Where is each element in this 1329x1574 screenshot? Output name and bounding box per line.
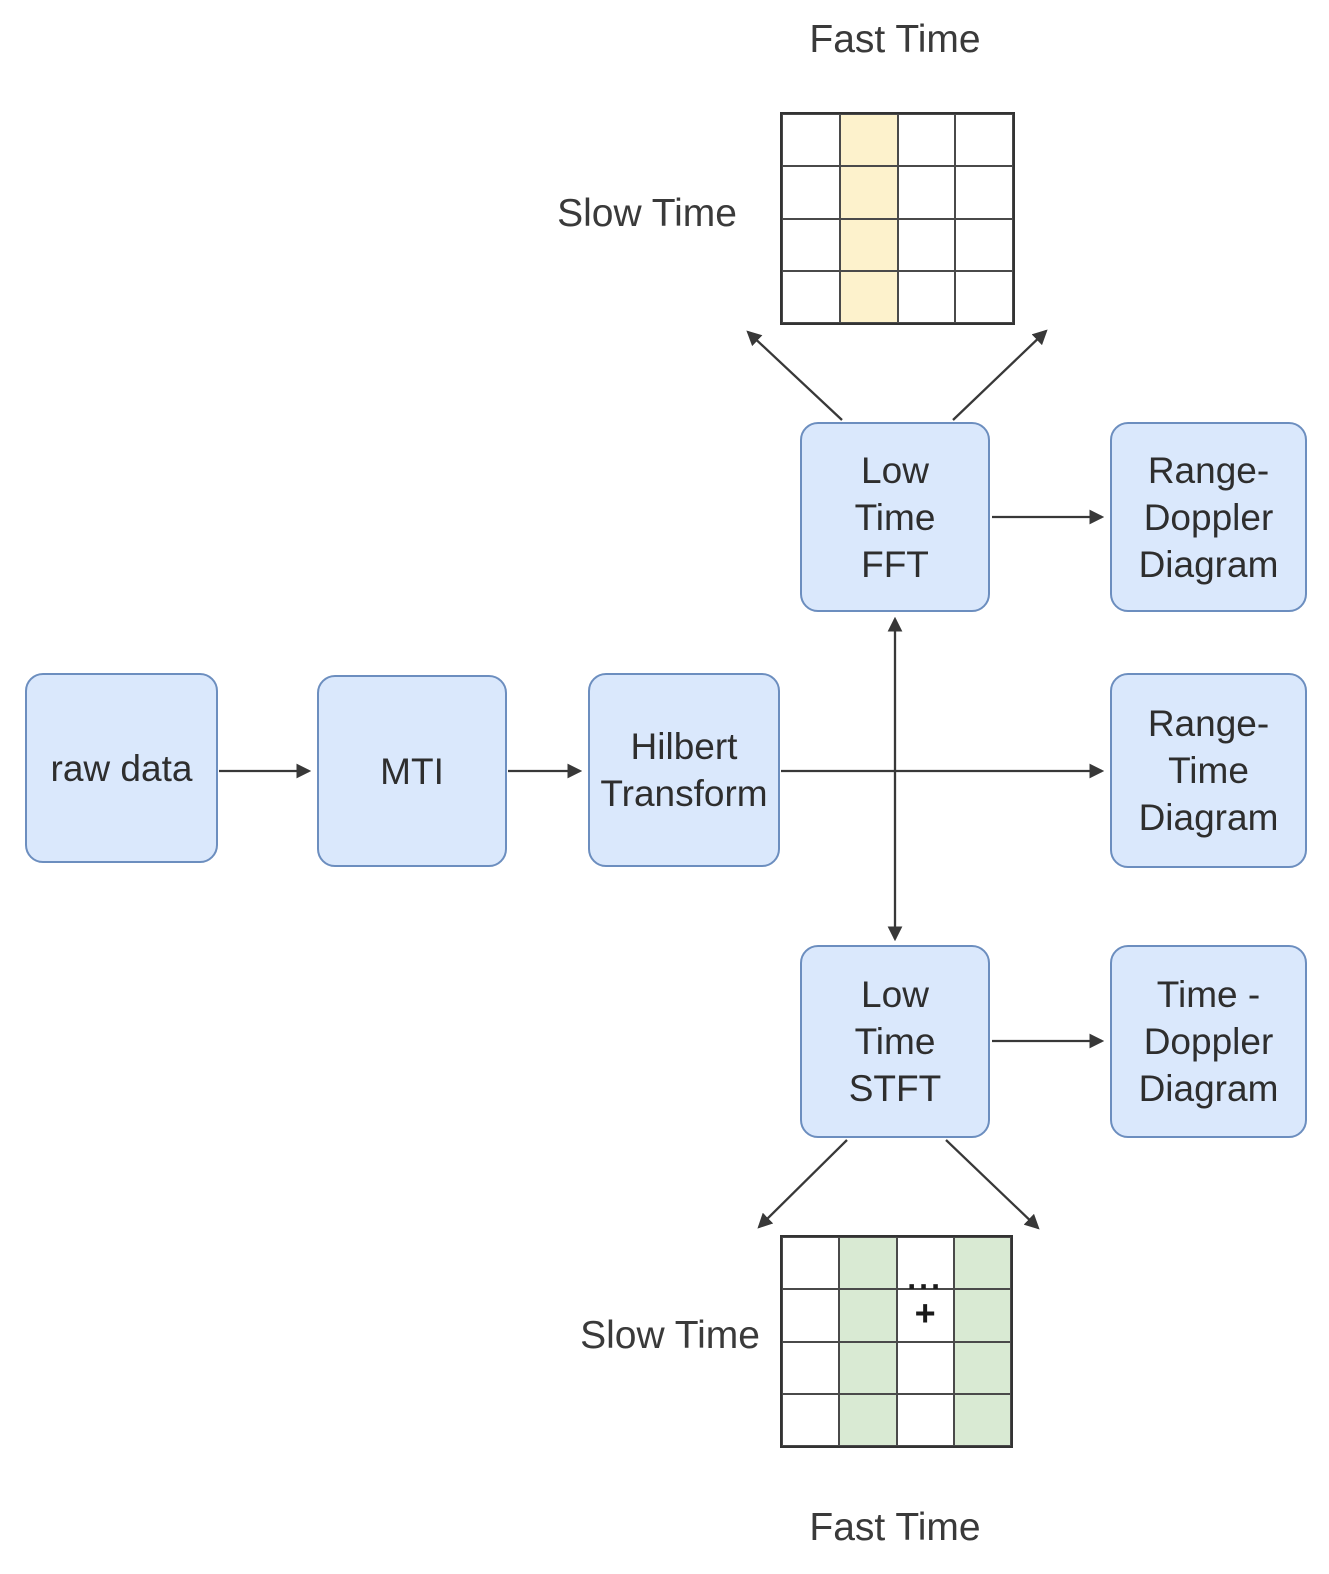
label-fast-time-top: Fast Time bbox=[809, 18, 981, 61]
matrix-cell-highlighted bbox=[953, 1289, 1011, 1342]
node-range-time-diagram: Range- Time Diagram bbox=[1110, 673, 1307, 868]
label-slow-time-top: Slow Time bbox=[557, 192, 737, 235]
node-mti: MTI bbox=[317, 675, 507, 867]
node-range-doppler-diagram: Range- Doppler Diagram bbox=[1110, 422, 1307, 612]
arrow-fft-to-top-grid-left bbox=[746, 330, 843, 421]
matrix-cell bbox=[782, 218, 840, 271]
node-label: Diagram bbox=[1138, 543, 1279, 585]
matrix-cell bbox=[955, 114, 1013, 167]
matrix-cell-highlighted bbox=[839, 1289, 897, 1342]
matrix-cell-highlighted bbox=[953, 1393, 1011, 1446]
matrix-cell-highlighted bbox=[953, 1341, 1011, 1394]
node-raw-data: raw data bbox=[25, 673, 218, 863]
plus-annotation: + bbox=[914, 1292, 936, 1334]
node-low-time-fft: Low Time FFT bbox=[800, 422, 990, 612]
matrix-cell bbox=[897, 218, 956, 271]
matrix-cell bbox=[897, 114, 956, 167]
node-label: Time bbox=[854, 1021, 936, 1062]
matrix-cell bbox=[782, 114, 840, 167]
matrix-cell bbox=[896, 1341, 954, 1394]
matrix-cell bbox=[782, 1289, 840, 1342]
matrix-cell bbox=[955, 270, 1013, 323]
node-label: Doppler bbox=[1143, 1021, 1274, 1062]
matrix-cell-highlighted bbox=[839, 218, 898, 271]
matrix-cell bbox=[897, 166, 956, 219]
matrix-cell bbox=[782, 1237, 840, 1290]
node-label: Hilbert bbox=[630, 726, 738, 767]
matrix-cell bbox=[782, 270, 840, 323]
node-label: Low bbox=[861, 974, 929, 1015]
matrix-cell bbox=[955, 218, 1013, 271]
node-label: Time - bbox=[1156, 974, 1261, 1015]
node-label: Transform bbox=[600, 773, 768, 814]
node-label: Doppler bbox=[1143, 496, 1274, 538]
matrix-cell-highlighted bbox=[839, 114, 898, 167]
matrix-cell-highlighted bbox=[839, 166, 898, 219]
matrix-cell bbox=[955, 166, 1013, 219]
node-time-doppler-diagram: Time - Doppler Diagram bbox=[1110, 945, 1307, 1138]
node-label: Range- bbox=[1147, 703, 1270, 744]
node-low-time-stft: Low Time STFT bbox=[800, 945, 990, 1138]
matrix-cell-highlighted bbox=[953, 1237, 1011, 1290]
matrix-cell-highlighted bbox=[839, 1341, 897, 1394]
node-label: Diagram bbox=[1138, 1068, 1279, 1109]
node-label: MTI bbox=[380, 750, 444, 792]
matrix-cell-highlighted bbox=[839, 270, 898, 323]
node-label: Range- bbox=[1147, 449, 1270, 491]
arrow-stft-to-bottom-grid-right bbox=[945, 1139, 1040, 1230]
matrix-cell: + bbox=[896, 1289, 954, 1342]
label-fast-time-bottom: Fast Time bbox=[809, 1506, 981, 1549]
node-label: raw data bbox=[50, 747, 193, 789]
arrow-fft-to-top-grid-right bbox=[952, 329, 1048, 421]
matrix-cell: ... bbox=[896, 1237, 954, 1297]
node-label: Time bbox=[854, 496, 936, 538]
matrix-cell bbox=[897, 270, 956, 323]
node-label: Time bbox=[1168, 750, 1249, 791]
node-label: Low bbox=[861, 449, 929, 491]
node-label: FFT bbox=[861, 543, 929, 585]
matrix-cell bbox=[896, 1393, 954, 1446]
node-label: STFT bbox=[848, 1068, 942, 1109]
ellipsis-annotation: ... bbox=[907, 1260, 943, 1297]
arrow-stft-to-bottom-grid-left bbox=[757, 1139, 848, 1229]
matrix-cell-highlighted bbox=[839, 1393, 897, 1446]
matrix-cell bbox=[782, 1341, 840, 1394]
matrix-cell-highlighted bbox=[839, 1237, 897, 1290]
matrix-cell bbox=[782, 166, 840, 219]
matrix-cell bbox=[782, 1393, 840, 1446]
label-slow-time-bottom: Slow Time bbox=[580, 1314, 760, 1357]
node-label: Diagram bbox=[1138, 797, 1279, 838]
node-hilbert-transform: Hilbert Transform bbox=[588, 673, 780, 867]
top-data-matrix bbox=[780, 112, 1015, 325]
bottom-data-matrix: ... + bbox=[780, 1235, 1013, 1448]
